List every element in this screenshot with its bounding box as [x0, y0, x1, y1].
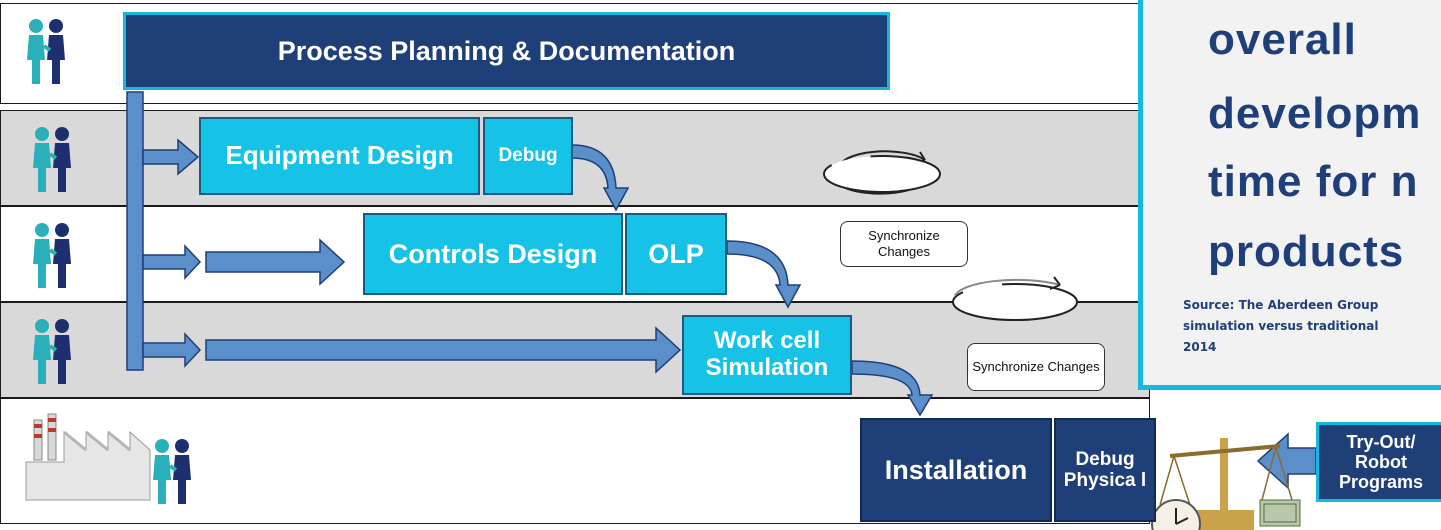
workcell-simulation-box[interactable]: Work cell Simulation	[682, 315, 852, 395]
source-line: simulation versus traditional	[1183, 319, 1379, 333]
people-icon	[33, 223, 71, 288]
callout-source: Source: The Aberdeen Group simulation ve…	[1183, 295, 1441, 358]
sync-cycle-icon	[823, 150, 941, 195]
people-icon	[33, 319, 71, 384]
people-icon	[33, 127, 71, 192]
statistic-callout: overall developm time for n products Sou…	[1138, 0, 1441, 390]
clock-icon	[1151, 499, 1201, 530]
equipment-design-box[interactable]: Equipment Design	[199, 117, 480, 195]
callout-line: developm	[1208, 89, 1422, 138]
scale-icon	[1159, 438, 1293, 530]
flow-arrows	[126, 91, 1317, 490]
money-icon	[1259, 499, 1301, 527]
synchronize-changes-label: Synchronize Changes	[840, 221, 968, 267]
tryout-robot-box[interactable]: Try-Out/ Robot Programs	[1316, 422, 1441, 502]
callout-line: time for n	[1208, 157, 1419, 206]
synchronize-changes-label: Synchronize Changes	[967, 343, 1105, 391]
factory-icon	[25, 413, 151, 501]
source-line: Source: The Aberdeen Group	[1183, 298, 1379, 312]
olp-box[interactable]: OLP	[625, 213, 727, 295]
source-line: 2014	[1183, 340, 1217, 354]
debug-physical-box[interactable]: Debug Physica l	[1054, 418, 1156, 522]
people-icon	[153, 439, 191, 504]
process-planning-box[interactable]: Process Planning & Documentation	[123, 12, 890, 90]
controls-design-box[interactable]: Controls Design	[363, 213, 623, 295]
sync-cycle-icon	[952, 276, 1078, 321]
debug-box[interactable]: Debug	[483, 117, 573, 195]
people-icon	[27, 19, 65, 84]
installation-box[interactable]: Installation	[860, 418, 1052, 522]
callout-line: overall	[1208, 15, 1357, 64]
callout-line: products	[1208, 227, 1405, 276]
